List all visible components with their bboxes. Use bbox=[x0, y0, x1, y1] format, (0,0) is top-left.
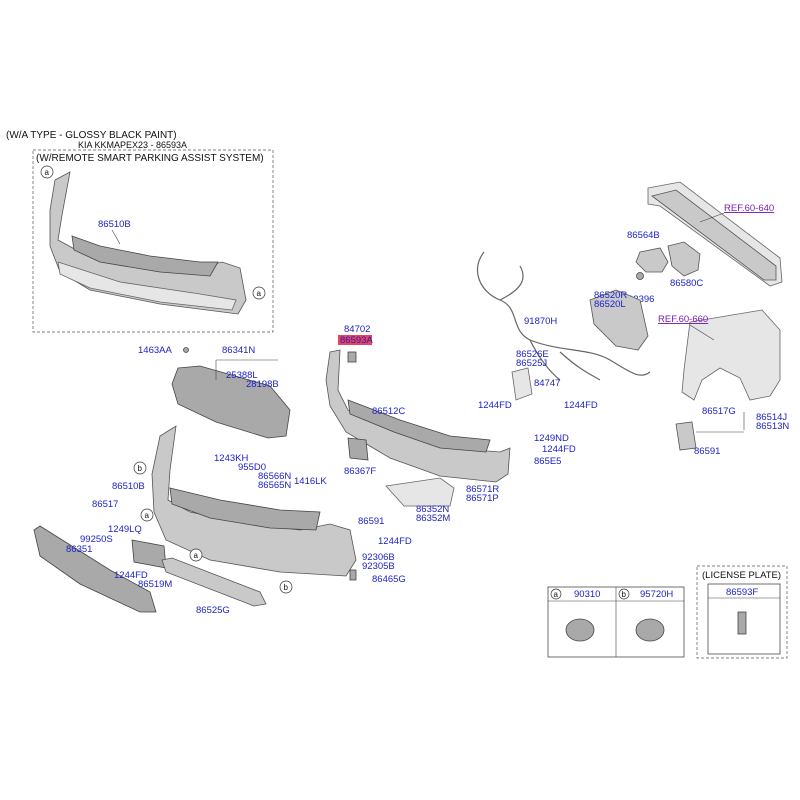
license-screw-icon bbox=[737, 611, 747, 635]
part-label[interactable]: 1244FD bbox=[378, 536, 412, 547]
legend-a-part[interactable]: 90310 bbox=[574, 589, 600, 600]
side-bracket bbox=[589, 289, 649, 351]
part-label[interactable]: 1249LQ bbox=[108, 524, 142, 535]
marker-b-label: b bbox=[284, 583, 289, 592]
part-label-highlighted[interactable]: 86593A bbox=[340, 335, 373, 346]
parking-sensor-a-icon bbox=[565, 618, 595, 642]
part-label[interactable]: 86591 bbox=[694, 446, 720, 457]
lower-garnish bbox=[385, 477, 455, 507]
part-label[interactable]: 1244FD bbox=[564, 400, 598, 411]
part-label[interactable]: 86367F bbox=[344, 466, 376, 477]
header-code: KIA KKMAPEX23 - 86593A bbox=[78, 140, 187, 150]
part-label[interactable]: 86520R bbox=[594, 290, 627, 301]
marker-a-label: a bbox=[45, 168, 50, 177]
part-label[interactable]: 86512C bbox=[372, 406, 405, 417]
marker-b-label: b bbox=[622, 590, 627, 599]
part-label[interactable]: 92305B bbox=[362, 561, 395, 572]
fender-bracket bbox=[675, 421, 697, 451]
marker-b bbox=[279, 580, 293, 594]
marker-b bbox=[133, 461, 147, 475]
ref-link-60-660[interactable]: REF.60-660 bbox=[658, 314, 708, 325]
part-label[interactable]: 1243KH bbox=[214, 453, 248, 464]
marker-b-label: b bbox=[138, 464, 143, 473]
inset-box bbox=[32, 149, 274, 333]
front-bumper-cover bbox=[151, 425, 357, 577]
part-label[interactable]: 86519M bbox=[138, 579, 172, 590]
part-label[interactable]: 86520L bbox=[594, 299, 626, 310]
part-label[interactable]: 86352N bbox=[416, 504, 449, 515]
part-label[interactable]: 13396 bbox=[628, 294, 654, 305]
part-label[interactable]: 1244FD bbox=[114, 570, 148, 581]
part-label[interactable]: 1249ND bbox=[534, 433, 569, 444]
part-label[interactable]: 84747 bbox=[534, 378, 560, 389]
header-type: (W/A TYPE - GLOSSY BLACK PAINT) bbox=[6, 130, 177, 141]
part-label[interactable]: 1244FD bbox=[542, 444, 576, 455]
part-label[interactable]: 91870H bbox=[524, 316, 557, 327]
part-label[interactable]: 84702 bbox=[344, 324, 370, 335]
beam-brackets bbox=[635, 241, 701, 280]
lower-grille bbox=[33, 525, 157, 613]
legend-b-part[interactable]: 95720H bbox=[640, 589, 673, 600]
part-label[interactable]: 99250S bbox=[80, 534, 113, 545]
part-label[interactable]: 86514J bbox=[756, 412, 787, 423]
part-label[interactable]: 86565N bbox=[258, 480, 291, 491]
marker-a bbox=[140, 508, 154, 522]
part-label[interactable]: 86352M bbox=[416, 513, 450, 524]
inset-bumper bbox=[49, 171, 247, 315]
marker-a-label: a bbox=[194, 551, 199, 560]
upper-grille-insert bbox=[171, 365, 291, 439]
ref-link-60-640[interactable]: REF.60-640 bbox=[724, 203, 774, 214]
part-label[interactable]: 86341N bbox=[222, 345, 255, 356]
marker-a-label: a bbox=[145, 511, 150, 520]
license-part[interactable]: 86593F bbox=[726, 587, 758, 598]
part-label[interactable]: 25388L bbox=[226, 370, 258, 381]
wiring-harness bbox=[476, 251, 651, 381]
upper-grille-frame bbox=[325, 349, 511, 483]
marker-a bbox=[189, 548, 203, 562]
part-label[interactable]: 865E5 bbox=[534, 456, 561, 467]
part-label[interactable]: 86591 bbox=[358, 516, 384, 527]
part-label[interactable]: 92306B bbox=[362, 552, 395, 563]
license-bracket bbox=[347, 437, 369, 461]
legend-license-plate: (LICENSE PLATE) 86593F bbox=[696, 565, 788, 659]
part-label[interactable]: 955D0 bbox=[238, 462, 266, 473]
part-label[interactable]: 1416LK bbox=[294, 476, 327, 487]
part-label[interactable]: 86525J bbox=[516, 358, 547, 369]
license-title: (LICENSE PLATE) bbox=[702, 570, 781, 581]
part-label[interactable]: 86526E bbox=[516, 349, 549, 360]
marker-a-label: a bbox=[257, 289, 262, 298]
lower-strip bbox=[161, 557, 267, 607]
part-label[interactable]: 86510B bbox=[98, 219, 131, 230]
parking-sensor-b-icon bbox=[635, 618, 665, 642]
part-label[interactable]: 86510B bbox=[112, 481, 145, 492]
fender bbox=[681, 309, 781, 401]
bumper-beam bbox=[647, 181, 783, 287]
part-label[interactable]: 86571R bbox=[466, 484, 499, 495]
part-label[interactable]: 86564B bbox=[627, 230, 660, 241]
marker-a-label: a bbox=[554, 590, 559, 599]
part-label[interactable]: 86513N bbox=[756, 421, 789, 432]
part-label[interactable]: 86571P bbox=[466, 493, 499, 504]
legend-sensors: a b 90310 95720H bbox=[547, 586, 685, 658]
part-label[interactable]: 86580C bbox=[670, 278, 703, 289]
part-label[interactable]: 86351 bbox=[66, 544, 92, 555]
part-label[interactable]: 86525G bbox=[196, 605, 230, 616]
center-bracket bbox=[511, 367, 533, 401]
license-clip bbox=[347, 351, 357, 363]
lower-plate bbox=[131, 539, 167, 569]
part-label[interactable]: 1244FD bbox=[478, 400, 512, 411]
part-label[interactable]: 86465G bbox=[372, 574, 406, 585]
part-label[interactable]: 86517G bbox=[702, 406, 736, 417]
marker-a-inset-top bbox=[40, 165, 54, 179]
inset-title: (W/REMOTE SMART PARKING ASSIST SYSTEM) bbox=[36, 153, 264, 164]
part-label[interactable]: 28198B bbox=[246, 379, 279, 390]
part-label[interactable]: 1463AA bbox=[138, 345, 172, 356]
part-label[interactable]: 86517 bbox=[92, 499, 118, 510]
marker-a-inset-right bbox=[252, 286, 266, 300]
highlight-box bbox=[338, 335, 372, 345]
part-label[interactable]: 86566N bbox=[258, 471, 291, 482]
